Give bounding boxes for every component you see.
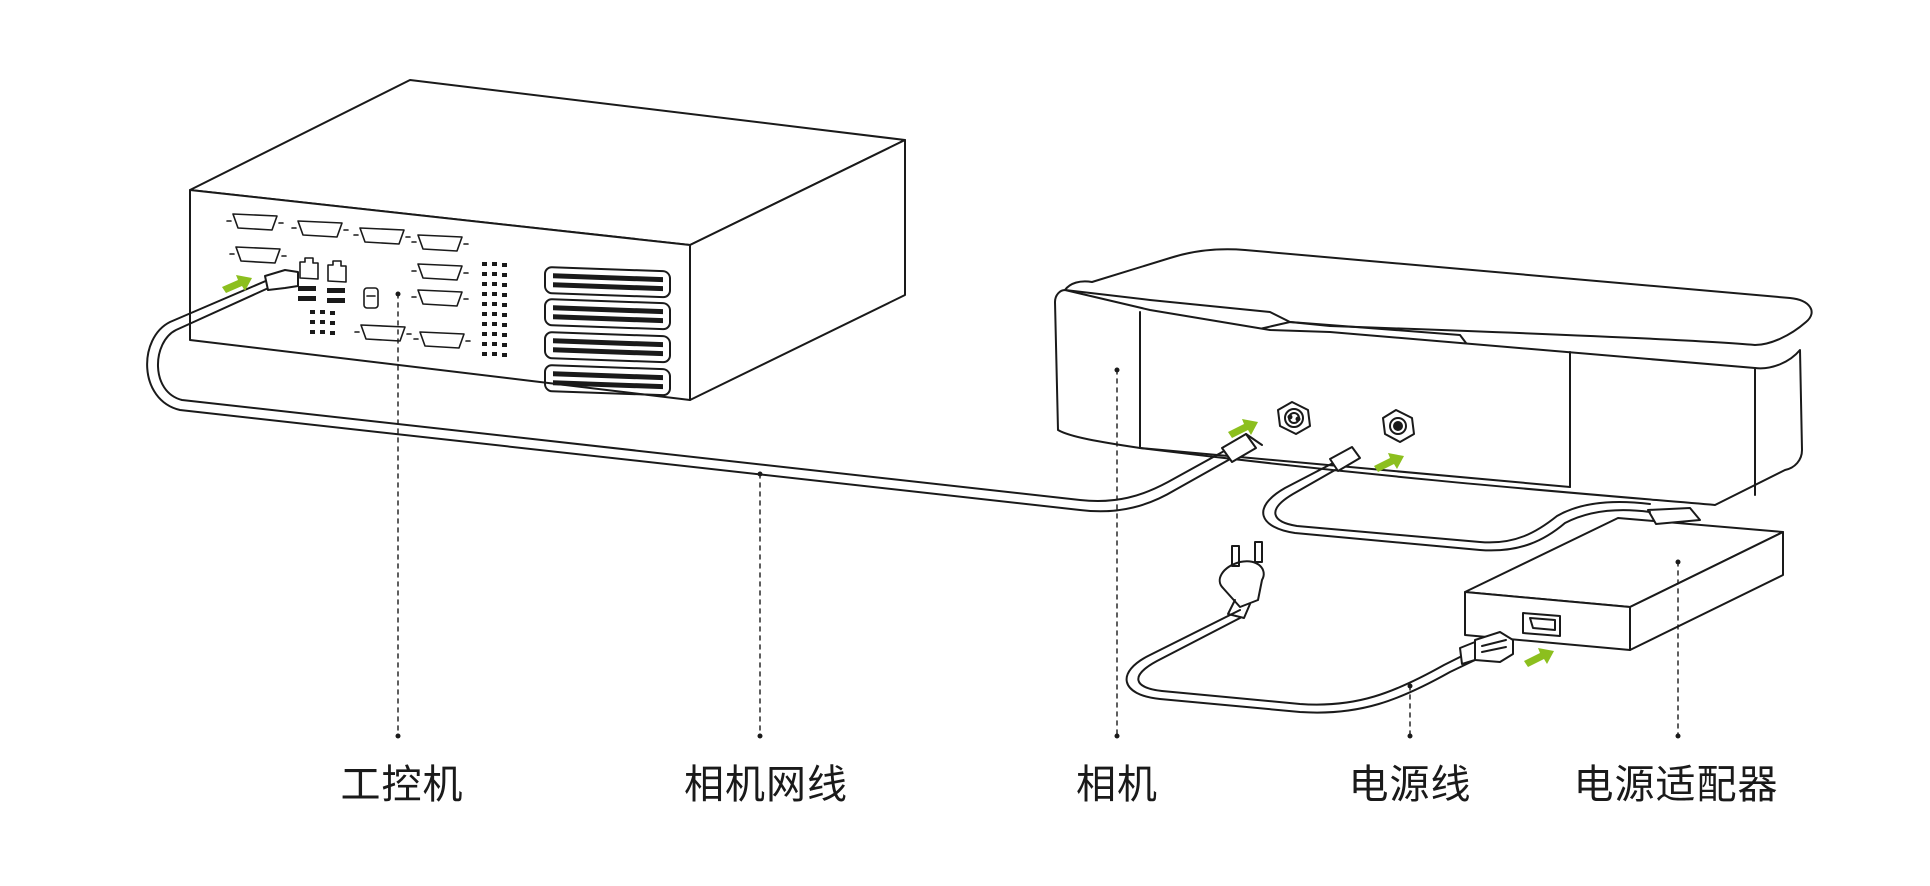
label-power-cable: 电源线 <box>1348 762 1472 808</box>
ipc-display-port <box>363 287 379 309</box>
camera-ethernet-port <box>1277 401 1311 435</box>
green-arrow-icon <box>222 275 252 293</box>
ipc-vent-grid-right <box>482 262 507 357</box>
callout-dots <box>395 291 1681 739</box>
adapter-ac-inlet <box>1522 612 1561 637</box>
callout-leaders <box>397 293 1679 737</box>
power-plug-camera <box>1329 446 1361 472</box>
adapter-side <box>1629 531 1784 651</box>
label-camera-cable: 相机网线 <box>684 762 848 808</box>
ethernet-plug-camera <box>1221 433 1257 463</box>
ipc-lan-ports <box>299 257 347 283</box>
ipc-usb-ports <box>298 286 345 303</box>
adapter-dc-strain-relief <box>1647 507 1701 525</box>
ipc-card-slot-pins <box>553 273 663 390</box>
ethernet-plug-ipc <box>264 269 299 291</box>
label-power-adapter: 电源适配器 <box>1573 762 1779 808</box>
connection-arrows <box>222 275 1554 667</box>
label-ipc: 工控机 <box>340 762 464 808</box>
ipc-card-slots <box>544 266 671 397</box>
camera-power-cable <box>1262 446 1651 552</box>
ipc-vent-grid-left <box>310 310 335 335</box>
ipc-front-face <box>189 189 691 401</box>
camera-power-port <box>1382 409 1415 443</box>
camera-ethernet-cable <box>146 269 1263 513</box>
industrial-pc <box>189 79 906 401</box>
camera-bottom-edge <box>1139 447 1571 488</box>
green-arrow-icon <box>1374 453 1404 472</box>
wall-plug <box>1218 541 1265 619</box>
label-camera: 相机 <box>1076 762 1158 808</box>
power-adapter <box>1464 507 1784 651</box>
camera-top <box>1064 248 1813 346</box>
green-arrow-icon <box>1228 419 1258 438</box>
iec-connector <box>1459 631 1514 665</box>
mains-power-cable <box>1125 609 1476 714</box>
ipc-serial-ports <box>226 213 471 349</box>
camera <box>1054 248 1813 506</box>
green-arrow-icon <box>1524 648 1554 667</box>
